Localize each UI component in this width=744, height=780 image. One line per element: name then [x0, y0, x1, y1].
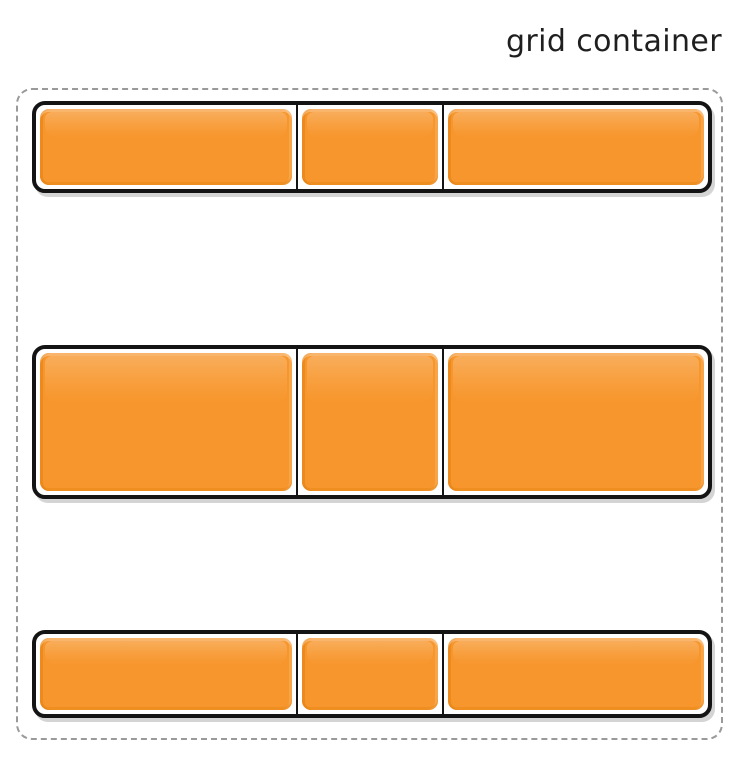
grid-item-6[interactable]: [448, 353, 704, 491]
grid-item-5[interactable]: [302, 353, 438, 491]
grid-item-3[interactable]: [448, 109, 704, 185]
grid-cell-1[interactable]: [36, 105, 298, 189]
grid-cell-5[interactable]: [298, 349, 444, 495]
grid-item-7[interactable]: [40, 638, 292, 710]
grid-item-2[interactable]: [302, 109, 438, 185]
grid-cell-3[interactable]: [444, 105, 708, 189]
grid-row-2: [32, 345, 712, 499]
grid-row-3: [32, 630, 712, 718]
grid-cell-2[interactable]: [298, 105, 444, 189]
grid-cell-9[interactable]: [444, 634, 708, 714]
grid-row-1: [32, 101, 712, 193]
grid-item-9[interactable]: [448, 638, 704, 710]
grid-cell-4[interactable]: [36, 349, 298, 495]
grid-item-4[interactable]: [40, 353, 292, 491]
grid-item-1[interactable]: [40, 109, 292, 185]
grid-cell-8[interactable]: [298, 634, 444, 714]
grid-cell-6[interactable]: [444, 349, 708, 495]
page-title: grid container: [505, 24, 722, 59]
grid-cell-7[interactable]: [36, 634, 298, 714]
grid-item-8[interactable]: [302, 638, 438, 710]
grid-container: [16, 88, 723, 740]
